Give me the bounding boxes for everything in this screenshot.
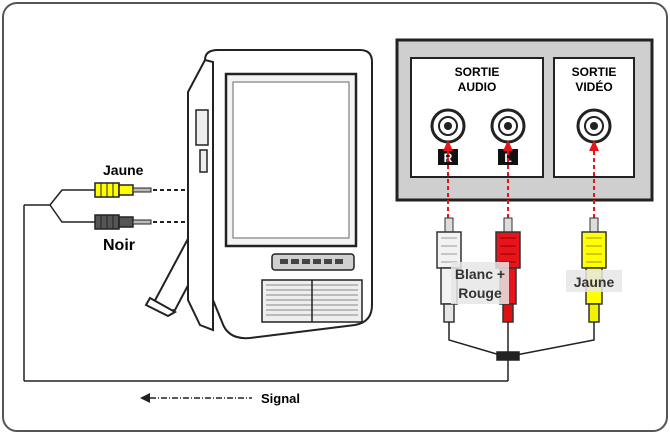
- sortie-audio-label-1: SORTIE: [455, 65, 500, 79]
- blanc-rouge-label-bg: [451, 262, 509, 304]
- rca-jack-icon: [490, 108, 526, 144]
- blanc-rouge-label-1: Blanc +: [455, 266, 505, 282]
- yellow-mini-plug: [94, 182, 152, 198]
- output-panel: SORTIE AUDIO SORTIE VIDÉO R L: [395, 38, 654, 202]
- rca-jack-icon: [576, 108, 612, 144]
- jack-badge-l: [498, 149, 518, 165]
- signal-label: Signal: [261, 391, 300, 406]
- sortie-audio-label-2: AUDIO: [458, 80, 497, 94]
- sortie-video-label-1: SORTIE: [572, 65, 617, 79]
- signal-arrow-icon: [447, 148, 595, 218]
- jaune-plug-label: Jaune: [574, 274, 615, 290]
- signal-legend: Signal: [140, 391, 300, 406]
- sortie-video-label-2: VIDÉO: [575, 79, 612, 94]
- black-mini-plug: [94, 214, 152, 230]
- rca-jack-icon: [430, 108, 466, 144]
- portable-dvd-player: [144, 49, 373, 340]
- arrow-heads: [443, 140, 599, 151]
- av-cable-icon: [23, 189, 595, 382]
- blanc-rouge-label-2: Rouge: [458, 285, 502, 301]
- jaune-plug-label-bg: [566, 270, 622, 292]
- noir-cable-label: Noir: [103, 237, 135, 254]
- jack-badge-r: [438, 149, 458, 165]
- plug-insertion-lines: [153, 189, 210, 223]
- jaune-cable-label: Jaune: [103, 162, 144, 178]
